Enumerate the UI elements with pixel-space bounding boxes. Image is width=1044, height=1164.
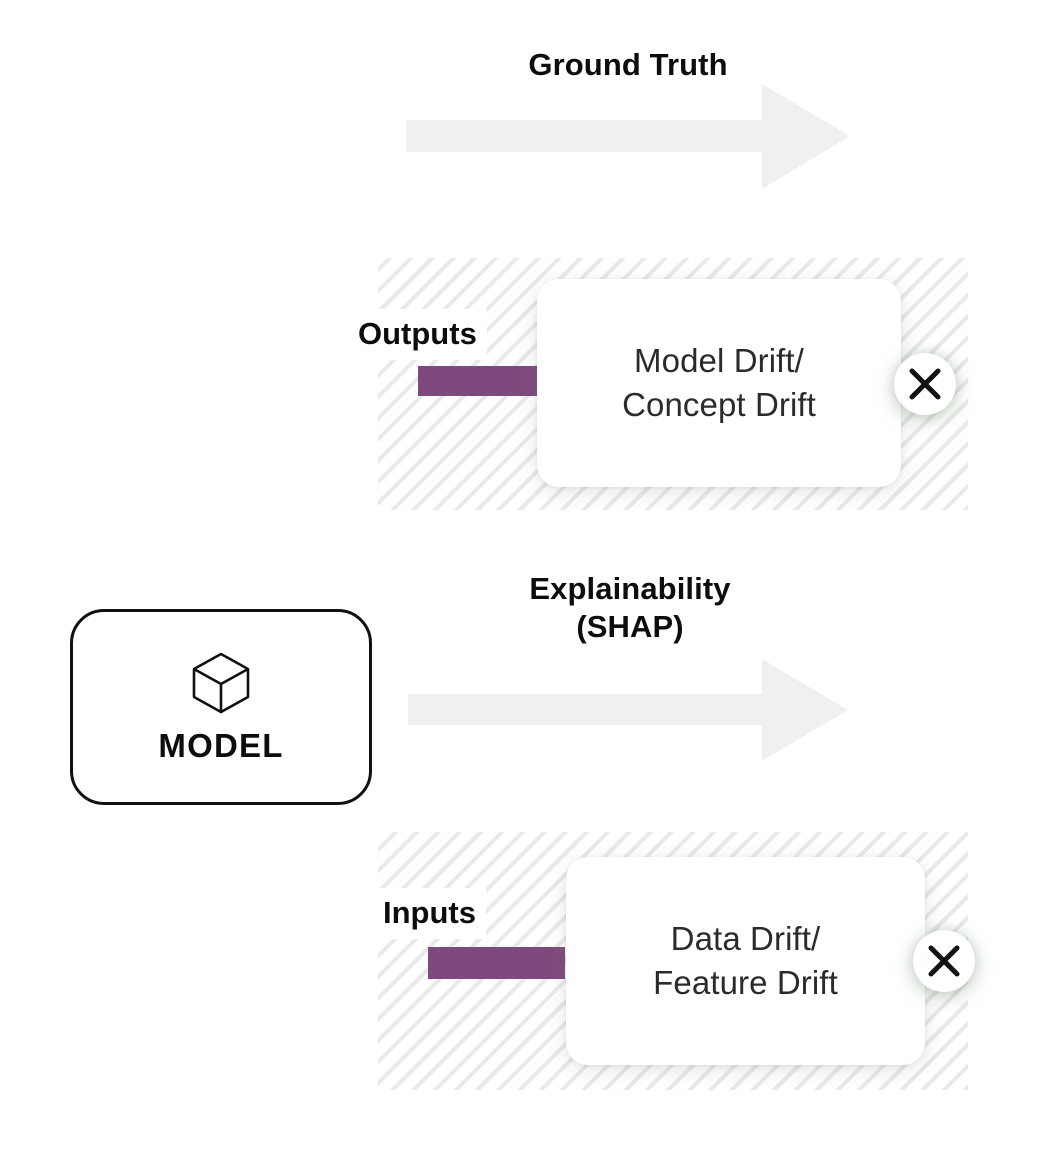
cube-icon	[188, 649, 254, 715]
inputs-label: Inputs	[373, 888, 486, 939]
inputs-purple-bar	[428, 947, 565, 979]
outputs-label: Outputs	[348, 309, 487, 360]
inputs-drift-card[interactable]: Data Drift/ Feature Drift	[566, 857, 925, 1065]
outputs-x-icon[interactable]	[894, 353, 956, 415]
model-label: MODEL	[158, 727, 284, 764]
model-box[interactable]: MODEL	[70, 609, 372, 805]
ground-truth-arrow-icon	[406, 84, 850, 190]
inputs-x-icon[interactable]	[913, 930, 975, 992]
explainability-arrow-icon	[408, 659, 848, 762]
outputs-purple-bar	[418, 366, 537, 396]
outputs-drift-card-text: Model Drift/ Concept Drift	[622, 342, 816, 423]
flow-label-ground-truth: Ground Truth	[528, 47, 728, 82]
flow-label-explainability: Explainability (SHAP)	[529, 571, 731, 644]
inputs-drift-card-text: Data Drift/ Feature Drift	[653, 920, 838, 1001]
outputs-drift-card[interactable]: Model Drift/ Concept Drift	[537, 279, 901, 487]
